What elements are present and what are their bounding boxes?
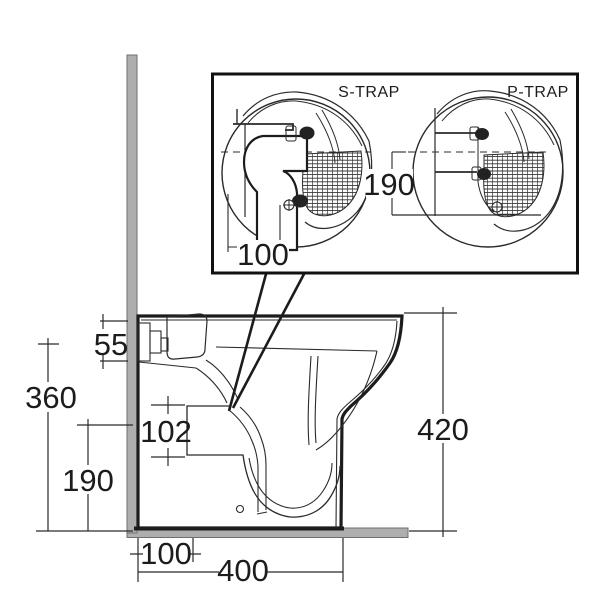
trap-leg-line-b [314, 355, 319, 444]
flush-valve-body [166, 313, 208, 360]
flush-channel-right [205, 359, 239, 400]
trap-leg-line-a [307, 355, 312, 446]
p-shell-bottom [493, 139, 564, 232]
dimension-100-text: 100 [140, 536, 192, 571]
s-inlet-stream-2 [321, 109, 341, 161]
p-inlet-stream-2 [510, 108, 530, 160]
s-seal-bottom [292, 194, 308, 208]
p-water-pool [483, 151, 545, 218]
p-shell-outer [436, 90, 561, 141]
inset-100-backer [237, 240, 289, 267]
p-trap-label: P-TRAP [507, 84, 569, 101]
inset-190-text: 190 [363, 167, 415, 202]
s-trap-detail [221, 91, 373, 252]
drop-channel-end [256, 511, 268, 515]
dimension-55-text: 55 [94, 327, 128, 362]
s-shell-outer [242, 91, 370, 142]
s-shell-bottom [304, 140, 373, 229]
bowl-water-line [215, 346, 378, 352]
wall-slab [126, 54, 138, 534]
sump-detail-hole [235, 504, 245, 514]
flush-channel-left [195, 367, 228, 404]
p-inlet-stream [504, 111, 525, 163]
callout-leader-lines [227, 273, 306, 412]
p-seal-top [475, 128, 489, 140]
s-elbow-connector [242, 134, 309, 252]
s-clamp [285, 125, 297, 142]
dimension-102 [151, 396, 185, 466]
dimension-102-text: 102 [140, 414, 192, 449]
s-trap-label: S-TRAP [338, 84, 400, 101]
inlet-spud-tip [160, 337, 169, 352]
p-socket-lower-wall [477, 181, 495, 213]
inset-190-backer [366, 169, 413, 198]
flush-funnel-line [138, 361, 197, 369]
toilet-internals [137, 313, 398, 529]
s-shell-inner [247, 100, 363, 147]
s-bracket [233, 123, 294, 131]
dimension-texts: 55 360 102 190 100 400 420 [25, 327, 469, 588]
drop-channel-right [239, 406, 267, 510]
dimension-360 [38, 338, 59, 531]
p-fixing-screw [491, 201, 503, 213]
outlet-socket-and-sump-outer [186, 405, 341, 518]
sump-inner [248, 457, 333, 509]
dimension-190-text: 190 [62, 463, 114, 498]
p-seal-bottom [477, 168, 491, 180]
dimension-text-backers [29, 382, 467, 584]
dimension-420-text: 420 [417, 412, 469, 447]
dimension-55 [100, 314, 128, 369]
drop-channel-left [228, 409, 259, 512]
p-shell-inner [441, 98, 555, 146]
trap-detail-inset: S-TRAP P-TRAP [211, 72, 579, 275]
dimension-360-text: 360 [25, 380, 77, 415]
s-seal-top [299, 126, 315, 140]
s-water-pool [302, 150, 363, 217]
dimension-400-text: 400 [217, 553, 269, 588]
s-fixing-screw [283, 199, 295, 211]
bowl-inner-surface [315, 350, 378, 451]
s-inlet-stream [315, 112, 336, 164]
inset-100-text: 100 [237, 237, 289, 272]
